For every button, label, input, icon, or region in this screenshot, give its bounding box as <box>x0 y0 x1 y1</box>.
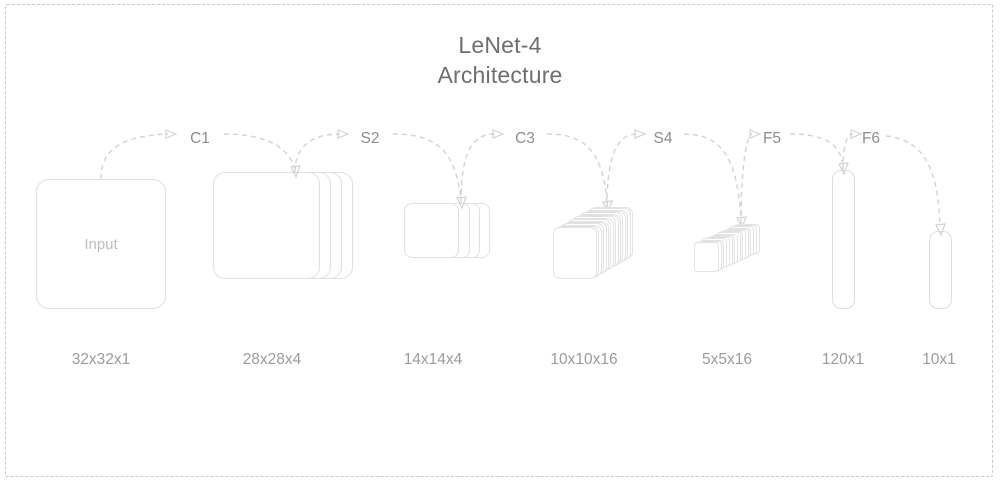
input-block-label: Input <box>84 235 118 253</box>
layer-block-input: Input <box>36 179 166 309</box>
page-title: LeNet-4 Architecture <box>0 30 1000 90</box>
feature-map-slice <box>694 242 719 272</box>
arrow-c3-to-s4-rise <box>606 133 638 208</box>
layer-block-s2 <box>404 203 490 280</box>
arrow-c1-to-s2-rise <box>294 133 341 173</box>
stage-label-f6: F6 <box>862 130 880 147</box>
arrowhead-icon <box>838 162 849 176</box>
stage-label-s2: S2 <box>361 130 380 147</box>
layer-block-f5 <box>832 170 855 309</box>
feature-map-slice <box>553 227 597 280</box>
vector-bar <box>832 170 855 309</box>
arrow-c3-to-s4-fall <box>683 133 742 220</box>
stage-label-c3: C3 <box>515 130 535 147</box>
title-line-2: Architecture <box>437 62 563 88</box>
arrow-input-to-c1-fall <box>223 133 296 169</box>
deep-feature-map-stack <box>553 207 633 280</box>
dimension-label-c3: 10x10x16 <box>550 351 618 368</box>
vector-bar <box>929 231 952 309</box>
arrowhead-icon <box>749 129 762 139</box>
dimension-label-input: 32x32x1 <box>71 351 131 368</box>
dimension-label-f6: 10x1 <box>922 351 956 368</box>
arrowhead-icon <box>850 129 863 139</box>
arrow-s2-to-c3-rise <box>460 133 496 204</box>
stage-label-f5: F5 <box>763 130 781 147</box>
arrow-s4-to-f5-fall <box>789 133 844 166</box>
title-line-1: LeNet-4 <box>458 32 542 58</box>
feature-map-card: Input <box>36 179 166 309</box>
arrowhead-icon <box>290 165 301 179</box>
arrow-s4-to-f5-rise <box>740 133 753 225</box>
dimension-label-f5: 120x1 <box>821 351 865 368</box>
dimension-label-c1: 28x28x4 <box>242 351 302 368</box>
arrowhead-icon <box>165 129 178 139</box>
deep-feature-map-stack <box>694 224 760 272</box>
arrowhead-icon <box>634 129 647 139</box>
dimension-label-s2: 14x14x4 <box>403 351 463 368</box>
arrow-c1-to-s2-fall <box>392 133 462 200</box>
layer-block-f6 <box>929 231 952 309</box>
arrow-f5-to-f6-fall <box>885 135 941 227</box>
arrow-s2-to-c3-fall <box>546 133 608 204</box>
layer-block-s4 <box>694 224 760 272</box>
stage-label-c1: C1 <box>190 130 210 147</box>
layer-block-c3 <box>553 207 633 280</box>
arrowhead-icon <box>337 129 350 139</box>
feature-map-card <box>404 203 459 258</box>
arrow-input-to-c1-rise <box>100 133 169 180</box>
arrowhead-icon <box>492 129 505 139</box>
arrowhead-icon <box>456 196 467 210</box>
stage-label-s4: S4 <box>654 130 673 147</box>
feature-map-card <box>213 172 320 279</box>
arrowhead-icon <box>935 223 946 237</box>
arrowhead-icon <box>736 216 747 230</box>
layer-block-c1 <box>213 172 353 309</box>
dimension-label-s4: 5x5x16 <box>702 351 752 368</box>
